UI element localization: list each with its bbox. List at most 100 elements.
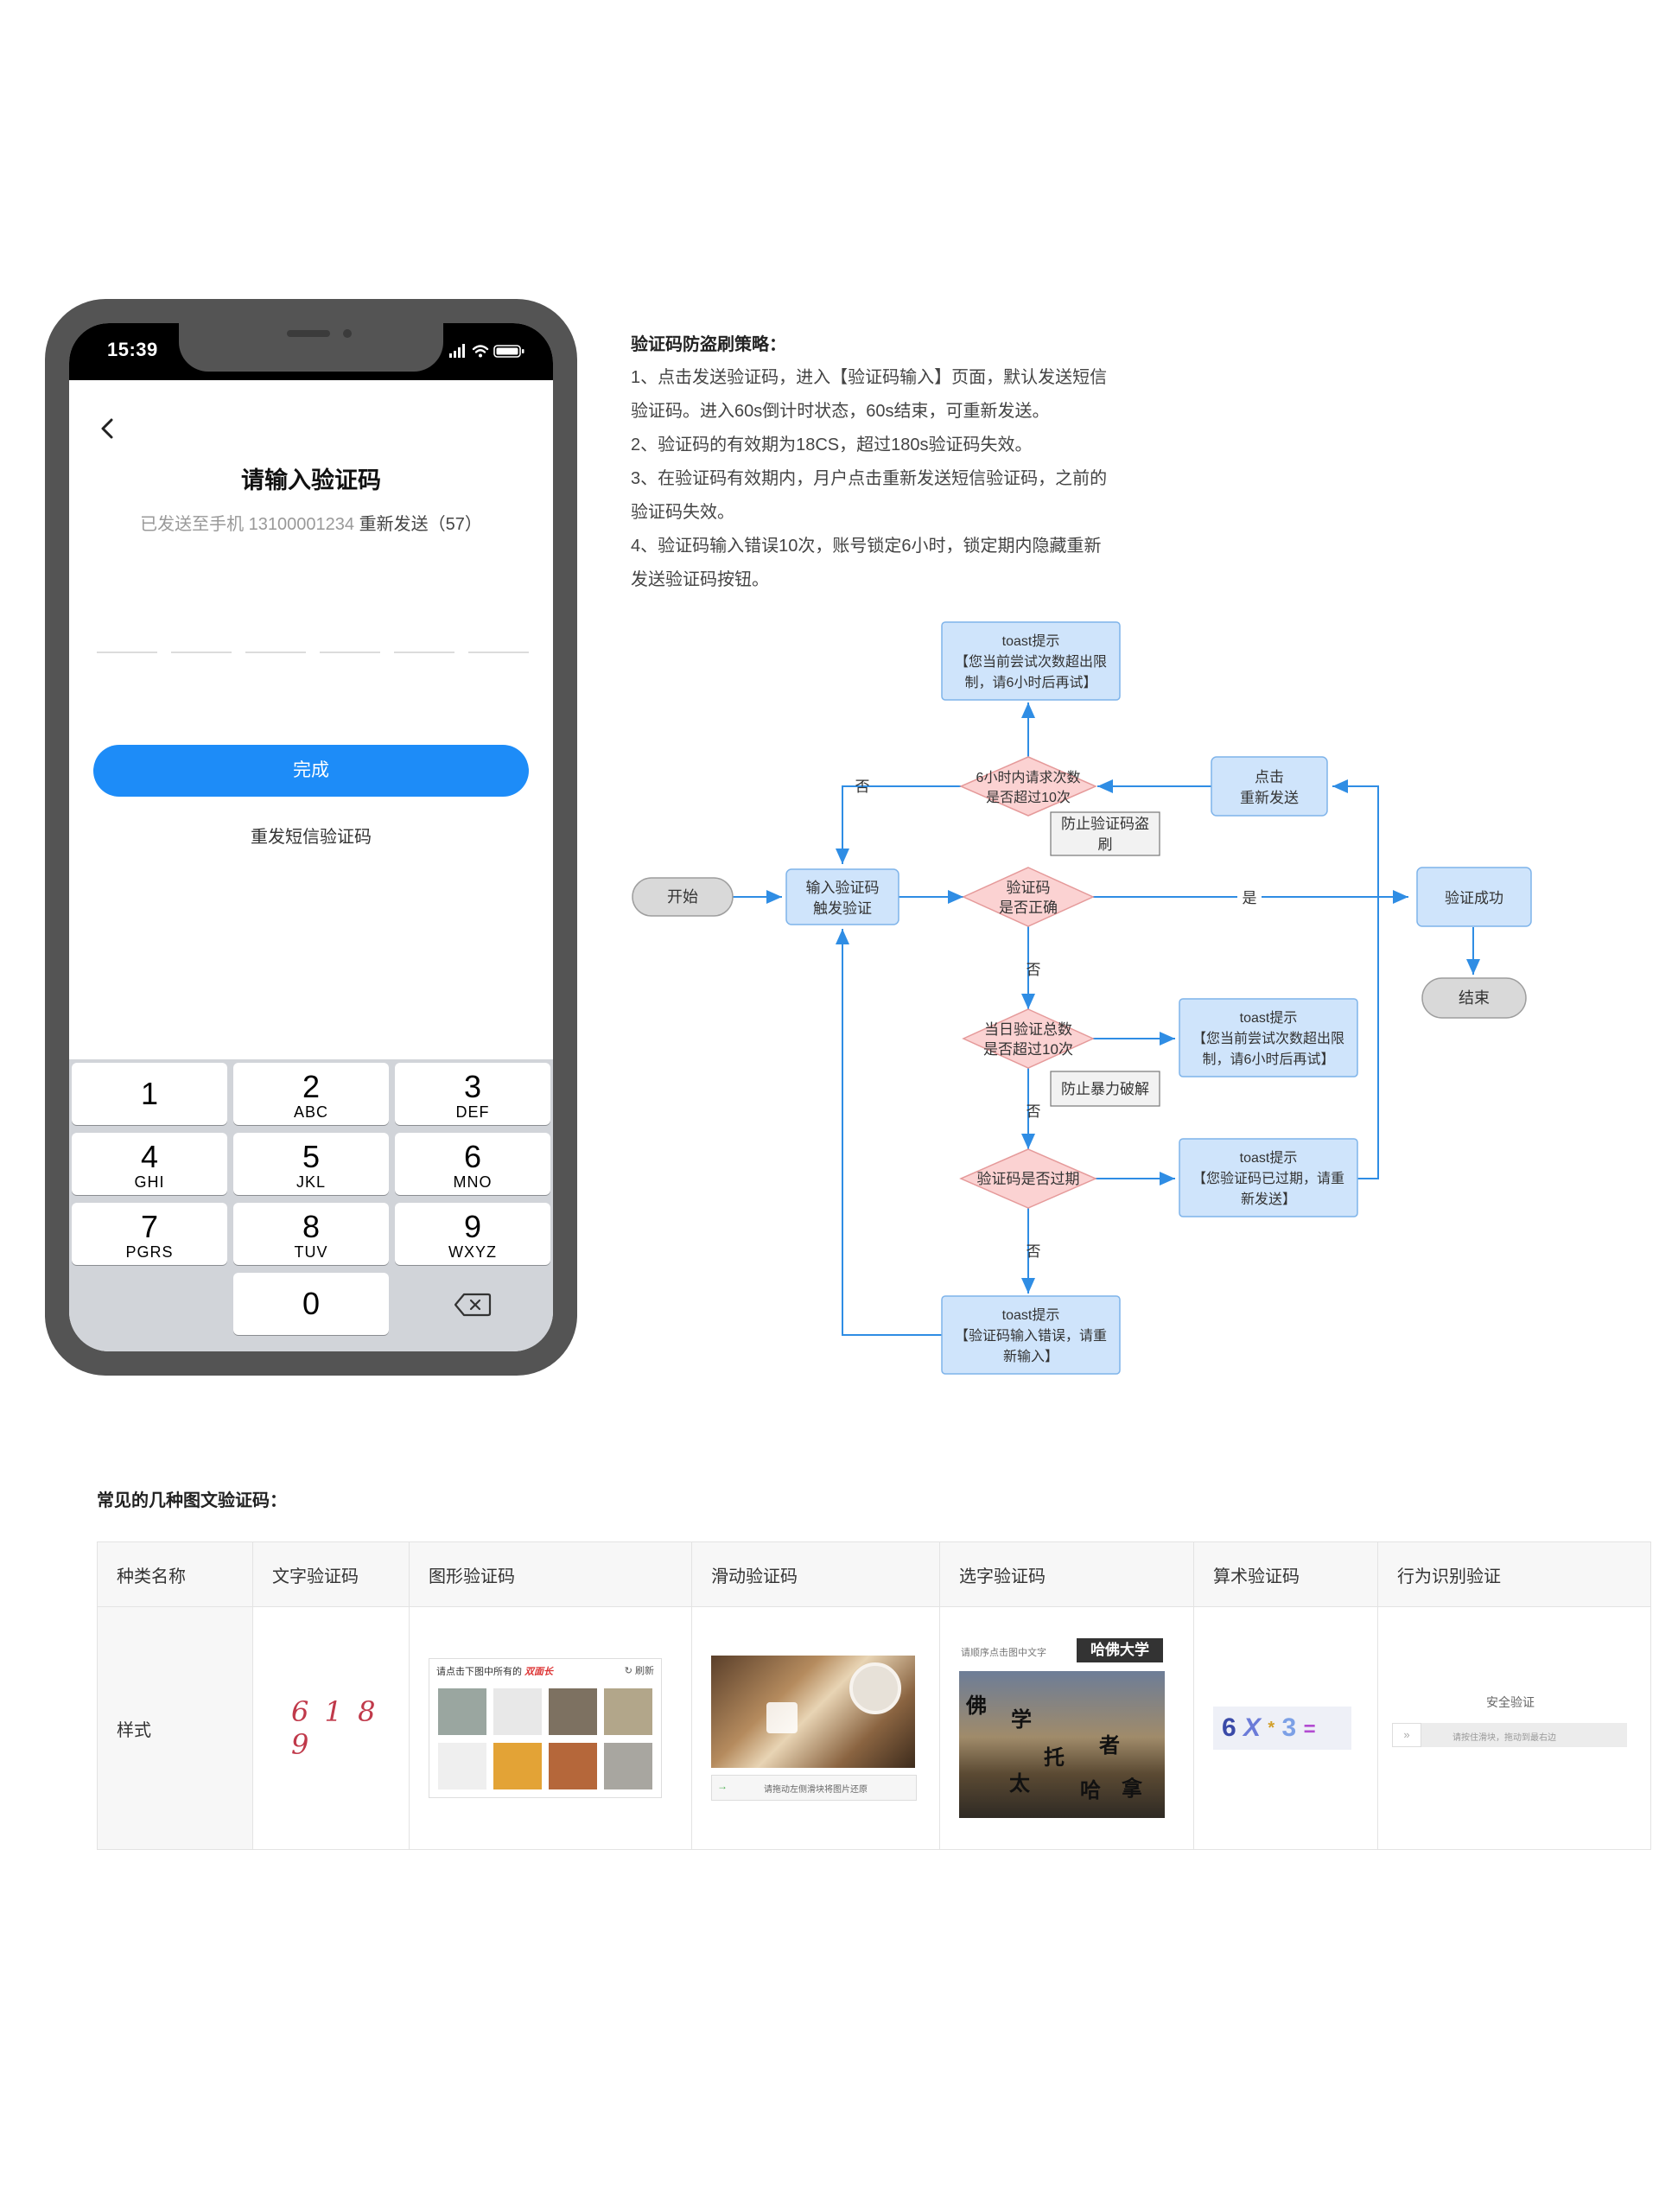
daily-limit-label: 是否超过10次	[983, 1041, 1073, 1058]
strategy-heading: 验证码防盗刷策略：	[631, 335, 786, 354]
table-header-cell: 行为识别验证	[1377, 1541, 1651, 1607]
code-digit-4[interactable]	[320, 652, 380, 653]
select-char[interactable]: 者	[1099, 1734, 1120, 1758]
captcha-types-table: 种类名称 文字验证码 图形验证码 滑动验证码 选字验证码 算术验证码 行为识别验…	[97, 1541, 1651, 1850]
done-button[interactable]: 完成	[93, 745, 529, 797]
math-token: 3	[1281, 1713, 1297, 1742]
toast-daily-label: toast提示	[1240, 1010, 1298, 1026]
input-code-node	[785, 868, 899, 925]
image-tile[interactable]	[604, 1688, 652, 1735]
resend-sms-link[interactable]: 重发短信验证码	[251, 828, 372, 847]
slider-track[interactable]: → 请拖动左侧滑块将图片还原	[711, 1775, 917, 1801]
code-digit-3[interactable]	[245, 652, 306, 653]
math-captcha-sample: 6 X * 3 =	[1213, 1707, 1351, 1750]
select-char[interactable]: 托	[1044, 1746, 1065, 1770]
table-header-row: 种类名称 文字验证码 图形验证码 滑动验证码 选字验证码 算术验证码 行为识别验…	[97, 1541, 1651, 1607]
math-token: 6	[1222, 1713, 1236, 1742]
table-header-cell: 种类名称	[97, 1541, 253, 1607]
select-char[interactable]: 佛	[966, 1694, 987, 1718]
code-digit-5[interactable]	[394, 652, 454, 653]
image-tile[interactable]	[493, 1743, 542, 1789]
math-token: *	[1268, 1719, 1275, 1738]
image-captcha-sample: 请点击下图中所有的 双面长 ↻ 刷新	[429, 1658, 662, 1798]
speaker	[287, 330, 330, 337]
success-label: 验证成功	[1445, 890, 1503, 906]
no-label: 否	[855, 779, 870, 795]
slider-arrow-icon[interactable]: →	[717, 1780, 728, 1792]
select-char[interactable]: 拿	[1122, 1777, 1142, 1801]
no-label: 否	[1027, 1103, 1041, 1120]
refresh-button[interactable]: ↻ 刷新	[625, 1663, 654, 1677]
table-header-cell: 图形验证码	[409, 1541, 692, 1607]
yes-label-bg	[1237, 887, 1262, 907]
select-char[interactable]: 哈	[1080, 1779, 1101, 1802]
status-time: 15:39	[107, 339, 158, 360]
coffee-cup	[849, 1662, 901, 1714]
strategy-line: 发送验证码按钮。	[631, 570, 769, 589]
select-captcha-sample: 请顺序点击图中文字 哈佛大学 佛 学 托 者 太 哈 拿	[959, 1637, 1165, 1820]
wifi-icon	[472, 345, 489, 353]
delete-key[interactable]	[395, 1273, 550, 1335]
table-header-cell: 滑动验证码	[691, 1541, 940, 1607]
select-target: 哈佛大学	[1077, 1638, 1163, 1662]
text-captcha-sample: 6 1 8 9	[291, 1695, 379, 1761]
row-label: 样式	[97, 1606, 253, 1850]
image-tile[interactable]	[604, 1743, 652, 1789]
table-header-cell: 文字验证码	[252, 1541, 410, 1607]
is-correct-label: 验证码	[1007, 880, 1051, 896]
slider-handle-icon[interactable]: »	[1392, 1723, 1421, 1747]
key-1[interactable]: 1	[72, 1063, 227, 1125]
image-tile[interactable]	[549, 1688, 597, 1735]
puzzle-piece[interactable]	[766, 1702, 798, 1733]
yes-label: 是	[1243, 890, 1257, 906]
strategy-line: 3、在验证码有效期内，月户点击重新发送短信验证码，之前的	[631, 469, 1108, 488]
anti-brute-note	[1050, 1071, 1160, 1107]
status-icons	[449, 344, 524, 358]
click-resend-label: 重新发送	[1240, 790, 1299, 806]
image-tile[interactable]	[549, 1743, 597, 1789]
is-correct-node	[962, 867, 1095, 927]
table-header-cell: 算术验证码	[1193, 1541, 1378, 1607]
back-icon[interactable]	[99, 416, 116, 442]
expired-label: 验证码是否过期	[977, 1171, 1080, 1187]
slider-hint: 请拖动左侧滑块将图片还原	[764, 1785, 868, 1795]
strategy-line: 1、点击发送验证码，进入【验证码输入】页面，默认发送短信	[631, 368, 1108, 387]
input-code-label: 输入验证码	[806, 880, 880, 896]
slider-captcha-cell: → 请拖动左侧滑块将图片还原	[691, 1606, 940, 1850]
click-resend-label: 点击	[1255, 769, 1284, 785]
slider-captcha-sample: → 请拖动左侧滑块将图片还原	[711, 1656, 917, 1801]
select-char[interactable]: 太	[1009, 1772, 1030, 1796]
code-digit-2[interactable]	[171, 652, 232, 653]
code-digit-6[interactable]	[468, 652, 529, 653]
key-0[interactable]: 0	[233, 1273, 389, 1335]
behavior-captcha-cell: 安全验证 » 请按住滑块，拖动到最右边	[1377, 1606, 1651, 1850]
select-captcha-cell: 请顺序点击图中文字 哈佛大学 佛 学 托 者 太 哈 拿	[939, 1606, 1194, 1850]
resend-countdown[interactable]: 重新发送（57）	[359, 515, 482, 534]
toast-expired-label: 新发送】	[1241, 1192, 1296, 1207]
toast-expired-node	[1179, 1138, 1358, 1217]
select-char[interactable]: 学	[1011, 1708, 1032, 1732]
behavior-captcha-sample: 安全验证 » 请按住滑块，拖动到最右边	[1392, 1694, 1629, 1763]
no-label: 否	[1027, 962, 1041, 978]
daily-limit-label: 当日验证总数	[984, 1021, 1072, 1038]
end-node	[1421, 977, 1527, 1019]
image-tile[interactable]	[438, 1743, 486, 1789]
no-label: 否	[1027, 1243, 1041, 1260]
image-tile[interactable]	[438, 1688, 486, 1735]
image-tile[interactable]	[493, 1688, 542, 1735]
start-node	[632, 877, 734, 917]
toast-wrong-label: 新输入】	[1003, 1349, 1058, 1364]
math-token: =	[1303, 1718, 1316, 1741]
image-captcha-cell: 请点击下图中所有的 双面长 ↻ 刷新	[409, 1606, 692, 1850]
anti-steal-note	[1050, 811, 1160, 856]
code-digit-1[interactable]	[97, 652, 157, 653]
behavior-slider-track[interactable]: » 请按住滑块，拖动到最右边	[1392, 1723, 1627, 1747]
